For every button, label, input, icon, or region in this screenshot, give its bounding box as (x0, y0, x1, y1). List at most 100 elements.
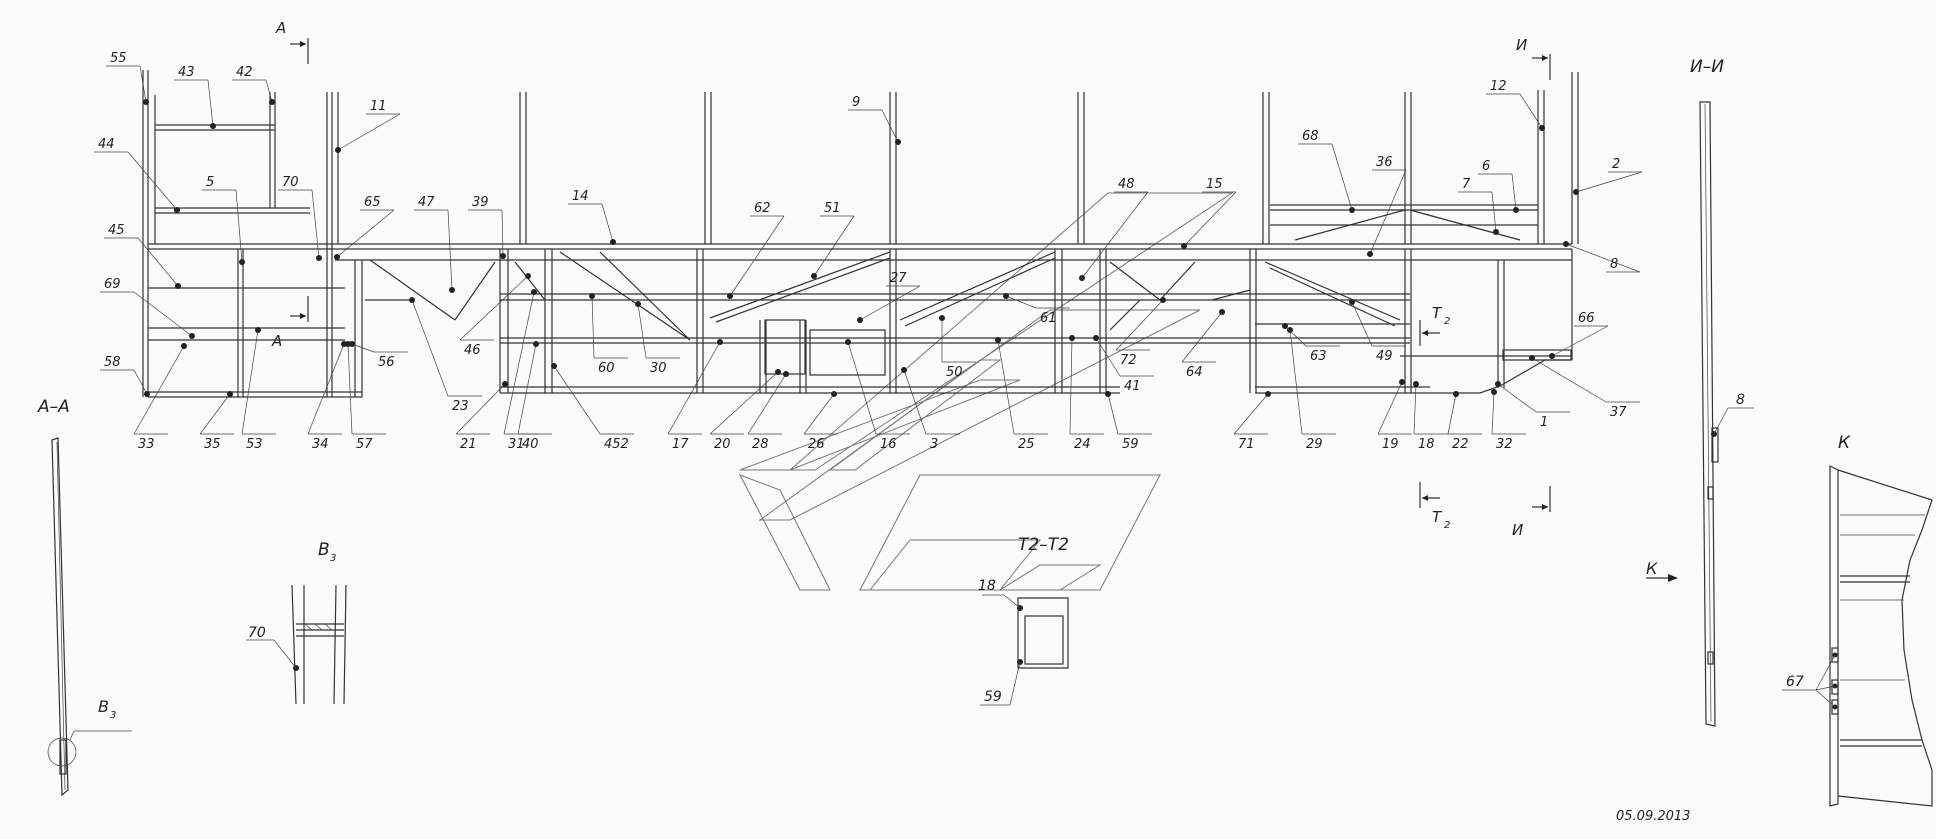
callout-leader (553, 365, 601, 435)
callout-leader (1491, 191, 1497, 233)
weld-point (811, 273, 817, 279)
callout-leader (517, 343, 537, 435)
callout-leader (336, 209, 395, 258)
section-ii-callout: 8 (1736, 392, 1745, 408)
callout-leader (1095, 337, 1121, 377)
callout-leader (1565, 243, 1641, 273)
callout-leader (133, 345, 185, 435)
callout-leader (133, 369, 148, 395)
weld-point (939, 315, 945, 321)
weld-point (551, 363, 557, 369)
part-callout-62: 62 (754, 201, 771, 216)
part-callout-33: 33 (138, 437, 155, 452)
part-callout-36: 36 (1376, 155, 1393, 170)
weld-point (1349, 207, 1355, 213)
callout-leader (1551, 325, 1609, 357)
weld-point (1539, 125, 1545, 131)
weld-point (1573, 189, 1579, 195)
callout-leader (1069, 337, 1073, 435)
callout-leader (1447, 393, 1457, 435)
part-callout-1: 1 (1540, 415, 1548, 430)
part-callout-53: 53 (246, 437, 263, 452)
part-callout-17: 17 (672, 437, 689, 452)
weld-point (1513, 207, 1519, 213)
weld-point (1219, 309, 1225, 315)
part-callout-51: 51 (824, 201, 841, 216)
weld-point (831, 391, 837, 397)
callout-leader (881, 109, 899, 143)
callout-leader (1081, 191, 1149, 279)
weld-point (857, 317, 863, 323)
section-t2-callout-bottom: 59 (984, 689, 1002, 705)
part-callout-39: 39 (472, 195, 489, 210)
part-callout-21: 21 (460, 437, 477, 452)
part-callout-26: 26 (808, 437, 825, 452)
callout-leader (591, 295, 595, 359)
detail-v3-title-sub: 3 (330, 553, 336, 564)
weld-point (334, 254, 340, 260)
callout-leader (311, 189, 320, 259)
weld-point (589, 293, 595, 299)
part-callout-8: 8 (1610, 257, 1618, 272)
callout-leader (1511, 173, 1517, 211)
weld-point (1265, 391, 1271, 397)
callout-leader (1115, 299, 1164, 351)
callout-leader (1284, 325, 1307, 347)
weld-point (1493, 229, 1499, 235)
callout-leader (207, 79, 214, 127)
section-i-top-mark: И (1516, 36, 1527, 54)
part-callout-65: 65 (364, 195, 381, 210)
weld-point (144, 391, 150, 397)
part-callout-37: 37 (1610, 405, 1627, 420)
weld-point (269, 99, 275, 105)
weld-point (449, 287, 455, 293)
weld-point (227, 391, 233, 397)
callout-leader (503, 291, 535, 435)
part-callout-56: 56 (378, 355, 395, 370)
callout-leader (411, 299, 449, 397)
callout-leader (1575, 171, 1643, 193)
callout-leader (447, 209, 453, 291)
callout-leader (1183, 191, 1237, 247)
weld-point (895, 139, 901, 145)
part-callout-64: 64 (1186, 365, 1203, 380)
callout-leader (139, 65, 147, 103)
section-t2-title: Т2–Т2 (1018, 535, 1069, 555)
section-v3-mark: В (98, 697, 109, 716)
part-callout-55: 55 (110, 51, 127, 66)
weld-point (1282, 323, 1288, 329)
part-callout-32: 32 (1496, 437, 1513, 452)
weld-point (525, 273, 531, 279)
callout-leader (1369, 169, 1407, 255)
weld-point (345, 341, 351, 347)
view-k-title: К (1838, 433, 1851, 453)
part-callout-48: 48 (1118, 177, 1135, 192)
callout-leader (1331, 143, 1353, 211)
callout-leader (729, 215, 785, 297)
part-callout-41: 41 (1124, 379, 1141, 394)
section-i-bottom-mark: И (1512, 521, 1523, 539)
callout-leader (137, 237, 179, 287)
section-v3-mark-sub: 3 (110, 710, 116, 721)
part-callout-72: 72 (1120, 353, 1137, 368)
section-a-top-mark: А (275, 19, 286, 37)
part-callout-452: 452 (604, 437, 629, 452)
part-callout-59: 59 (1122, 437, 1139, 452)
part-callout-11: 11 (370, 99, 387, 114)
weld-point (143, 99, 149, 105)
section-markers: А А И И Т 2 Т 2 (271, 19, 1551, 539)
part-callout-20: 20 (714, 437, 731, 452)
part-callout-22: 22 (1452, 437, 1469, 452)
part-callout-35: 35 (204, 437, 221, 452)
weld-point (174, 207, 180, 213)
weld-point (533, 341, 539, 347)
part-callout-3: 3 (930, 437, 938, 452)
part-callout-5: 5 (206, 175, 214, 190)
callout-leader (1377, 381, 1403, 435)
weld-point (175, 283, 181, 289)
part-callout-57: 57 (356, 437, 373, 452)
callout-leader (1519, 93, 1543, 129)
part-callout-43: 43 (178, 65, 195, 80)
